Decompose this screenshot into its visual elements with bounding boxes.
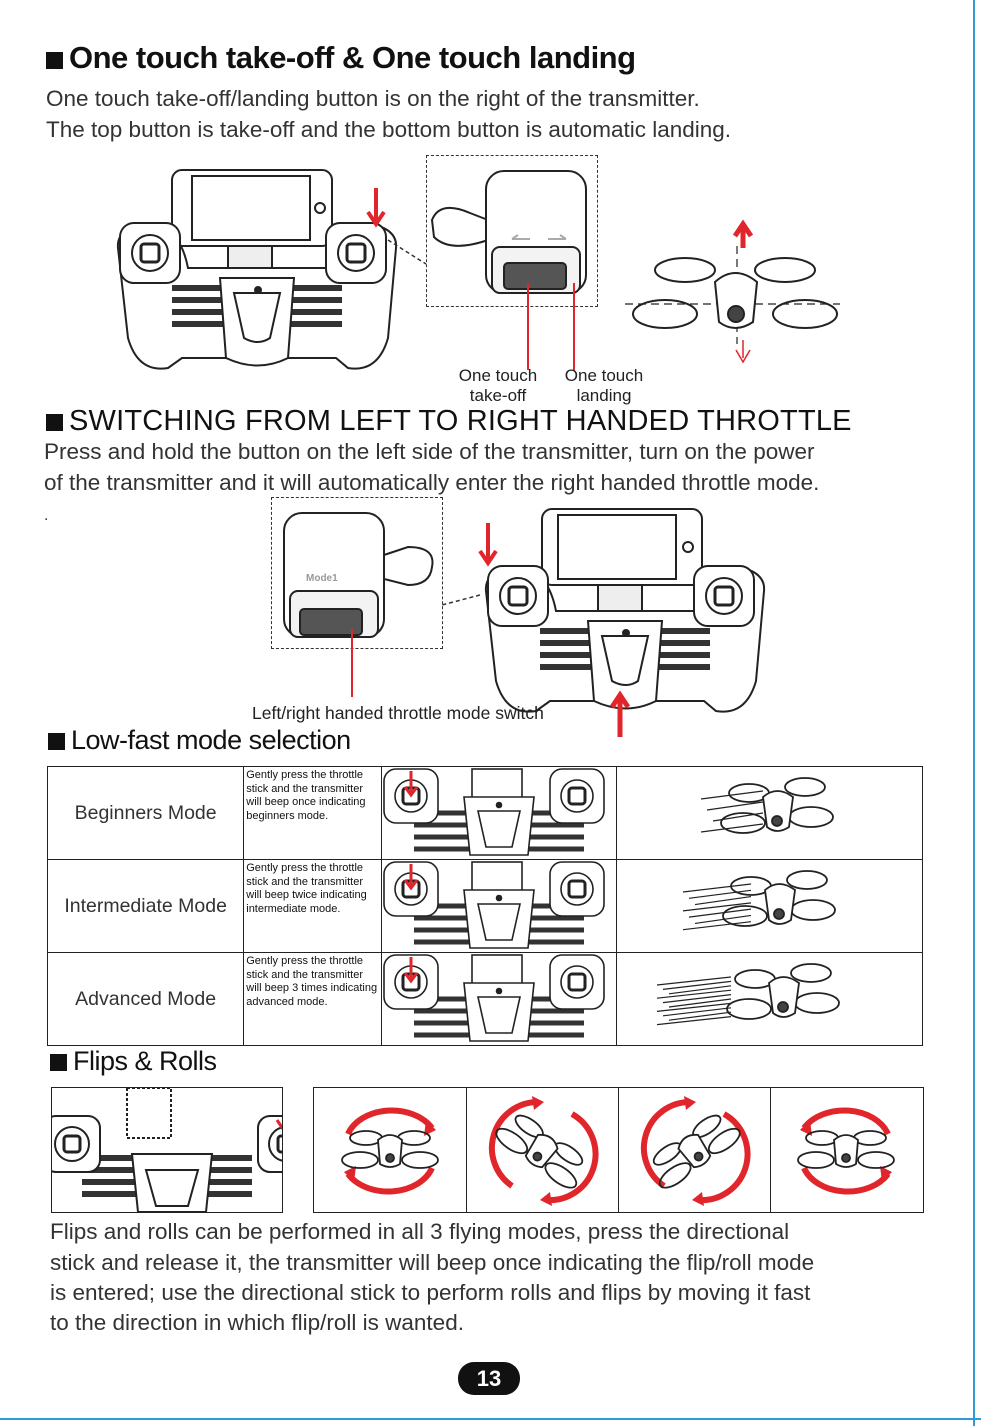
takeoff-description-line-1: One touch take-off/landing button is on … xyxy=(46,86,700,111)
mode-switch-zoom-box xyxy=(271,497,443,649)
transmitter-thumbnail xyxy=(382,861,605,949)
mode-name: Beginners Mode xyxy=(46,766,245,860)
flip-transmitter-box xyxy=(51,1087,283,1213)
page-border-right xyxy=(973,0,975,1426)
button-zoom-illustration xyxy=(430,170,587,370)
table-row: Advanced Mode Gently press the throttle … xyxy=(46,952,924,1046)
page-border-bottom xyxy=(0,1418,981,1420)
flips-description-line-1: Flips and rolls can be performed in all … xyxy=(50,1219,790,1244)
transmitter-illustration-top xyxy=(116,169,427,370)
drone-speed-thumbnail xyxy=(656,963,840,1026)
mode-drone-cell xyxy=(615,859,924,953)
label-takeoff-line2: take-off xyxy=(469,386,527,405)
roll-left-illustration xyxy=(341,1107,439,1195)
label-landing: One touch landing xyxy=(552,366,656,406)
label-takeoff: One touch take-off xyxy=(446,366,550,406)
section-heading-takeoff: One touch take-off & One touch landing xyxy=(46,40,636,76)
heading-text: SWITCHING FROM LEFT TO RIGHT HANDED THRO… xyxy=(69,405,852,437)
throttle-description-line-2: of the transmitter and it will automatic… xyxy=(44,470,820,495)
mode-description: Gently press the throttle stick and the … xyxy=(243,859,382,953)
mode-selection-table: Beginners Mode Gently press the throttle… xyxy=(46,766,924,1046)
heading-text: One touch take-off & One touch landing xyxy=(69,40,636,75)
label-landing-line1: One touch xyxy=(564,366,644,385)
button-zoom-box xyxy=(426,155,598,307)
label-landing-line2: landing xyxy=(576,386,632,405)
flip-forward-illustration xyxy=(488,1096,599,1206)
section-heading-flips: Flips & Rolls xyxy=(50,1046,217,1077)
mode-name: Intermediate Mode xyxy=(46,859,245,953)
table-row: Beginners Mode Gently press the throttle… xyxy=(46,766,924,860)
flip-transmitter-illustration xyxy=(52,1088,282,1212)
heading-bullet-square xyxy=(46,414,63,431)
section-heading-modes: Low-fast mode selection xyxy=(48,725,351,756)
transmitter-illustration-middle xyxy=(441,508,766,737)
mode-transmitter-cell xyxy=(380,952,617,1046)
mode-switch-label: Left/right handed throttle mode switch xyxy=(252,703,544,723)
mode-badge: Mode1 xyxy=(306,573,338,584)
flips-description-line-3: is entered; use the directional stick to… xyxy=(50,1280,811,1305)
mode-switch-zoom-illustration xyxy=(283,512,434,697)
drone-speed-thumbnail xyxy=(682,870,836,931)
throttle-description-dot: . xyxy=(44,507,49,524)
drone-up-down-illustration xyxy=(625,219,840,364)
flip-cell-divider xyxy=(618,1088,619,1212)
drone-speed-thumbnail xyxy=(700,777,834,834)
heading-bullet-square xyxy=(46,52,63,69)
takeoff-description-line-2: The top button is take-off and the botto… xyxy=(46,117,732,142)
flips-description-line-4: to the direction in which flip/roll is w… xyxy=(50,1310,464,1335)
flip-cell-divider xyxy=(466,1088,467,1212)
flip-backward-illustration xyxy=(640,1096,751,1206)
heading-bullet-square xyxy=(48,733,65,750)
heading-text: Low-fast mode selection xyxy=(71,725,351,755)
transmitter-thumbnail xyxy=(382,768,605,856)
mode-drone-cell xyxy=(615,766,924,860)
mode-drone-cell xyxy=(615,952,924,1046)
mode-transmitter-cell xyxy=(380,766,617,860)
transmitter-thumbnail xyxy=(382,954,605,1042)
mode-description: Gently press the throttle stick and the … xyxy=(243,952,382,1046)
heading-text: Flips & Rolls xyxy=(73,1046,217,1076)
table-row: Intermediate Mode Gently press the throt… xyxy=(46,859,924,953)
label-takeoff-line1: One touch xyxy=(458,366,538,385)
flip-cell-divider xyxy=(770,1088,771,1212)
heading-bullet-square xyxy=(50,1054,67,1071)
page-number: 13 xyxy=(458,1362,520,1395)
mode-description: Gently press the throttle stick and the … xyxy=(243,766,382,860)
flip-roll-panel xyxy=(313,1087,924,1213)
mode-transmitter-cell xyxy=(380,859,617,953)
flips-description-line-2: stick and release it, the transmitter wi… xyxy=(50,1250,815,1275)
throttle-description-line-1: Press and hold the button on the left si… xyxy=(44,439,815,464)
roll-right-illustration xyxy=(797,1107,895,1195)
section-heading-throttle: SWITCHING FROM LEFT TO RIGHT HANDED THRO… xyxy=(46,405,852,438)
mode-name: Advanced Mode xyxy=(46,952,245,1046)
